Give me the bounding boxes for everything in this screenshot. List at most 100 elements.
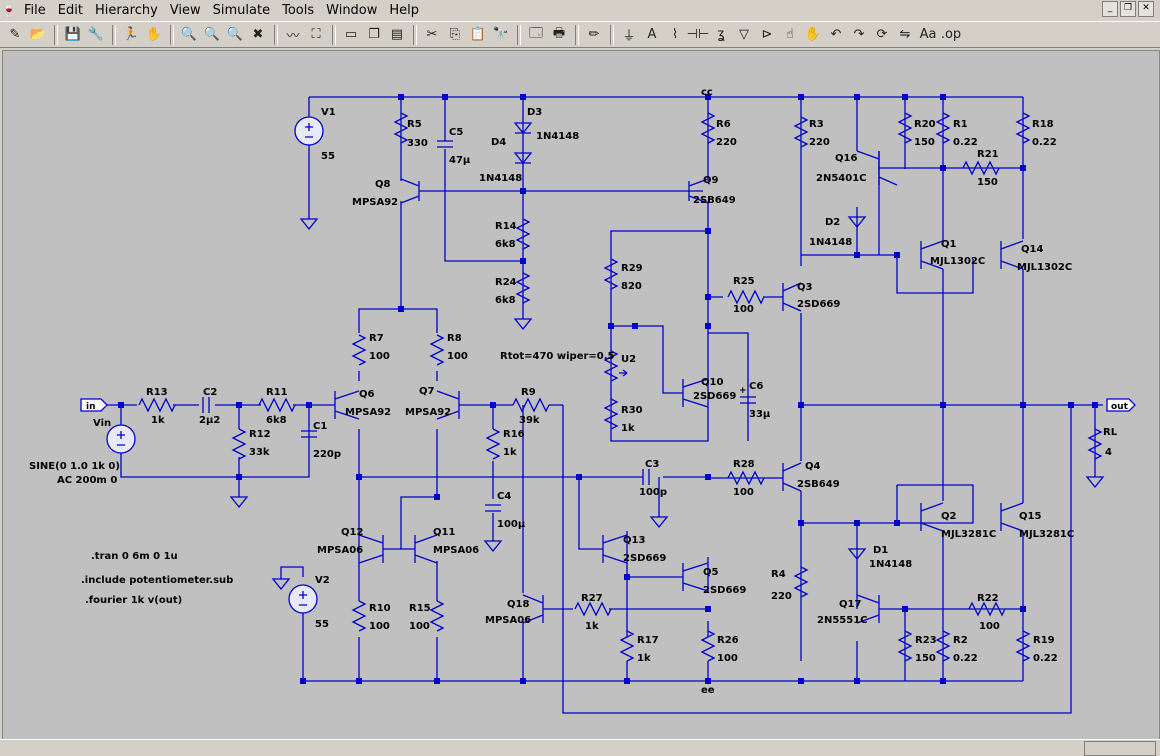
redo-icon[interactable]: ↷ [853,27,865,42]
r6-name[interactable]: R6 [716,119,731,130]
c3-name[interactable]: C3 [645,459,659,470]
zoom-in-icon[interactable]: 🔍 [180,27,198,42]
r15-value[interactable]: 100 [409,621,430,632]
r16-name[interactable]: R16 [503,429,525,440]
r7-value[interactable]: 100 [369,351,390,362]
find-icon[interactable]: 🔭 [492,27,510,42]
q15-name[interactable]: Q15 [1019,511,1041,522]
rotate-icon[interactable]: ⟳ [876,27,888,42]
r21-value[interactable]: 150 [977,177,998,188]
c1-name[interactable]: C1 [313,421,327,432]
zoom-out-icon[interactable]: 🔍 [226,27,244,42]
r14-name[interactable]: R14 [495,221,517,232]
u2-name[interactable]: U2 [621,354,636,365]
q10-name[interactable]: Q10 [701,377,723,388]
q7-value[interactable]: MPSA92 [405,407,451,418]
q18-value[interactable]: MPSA06 [485,615,531,626]
r13-value[interactable]: 1k [151,415,165,426]
r18-value[interactable]: 0.22 [1032,137,1057,148]
menu-help[interactable]: Help [389,3,420,18]
r23-name[interactable]: R23 [915,635,937,646]
r26-value[interactable]: 100 [717,653,738,664]
c3-value[interactable]: 100p [639,487,667,498]
draw-wire-icon[interactable]: ✏ [588,27,600,42]
q3-value[interactable]: 2SD669 [797,299,840,310]
print-preview-icon[interactable]: 🗔 [528,25,544,41]
c5-value[interactable]: 47µ [449,155,471,166]
q18-name[interactable]: Q18 [507,599,529,610]
q12-value[interactable]: MPSA06 [317,545,363,556]
text-icon[interactable]: Aa [919,27,937,42]
r23-value[interactable]: 150 [915,653,936,664]
capacitor-icon[interactable]: ⊣⊢ [686,27,710,42]
q9-value[interactable]: 2SB649 [693,195,736,206]
r17-name[interactable]: R17 [637,635,659,646]
resistor-icon[interactable]: ⌇ [671,27,679,42]
r29-value[interactable]: 820 [621,281,642,292]
q9-name[interactable]: Q9 [703,175,719,186]
save-icon[interactable]: 💾 [64,27,82,42]
v1-name[interactable]: V1 [321,107,336,118]
r9-name[interactable]: R9 [521,387,536,398]
q8-value[interactable]: MPSA92 [352,197,398,208]
r24-value[interactable]: 6k8 [495,295,516,306]
r6-value[interactable]: 220 [716,137,737,148]
mirror-icon[interactable]: ⇋ [899,27,911,42]
q14-name[interactable]: Q14 [1021,244,1043,255]
q16-name[interactable]: Q16 [835,153,857,164]
copy-icon[interactable]: ⎘ [449,27,461,42]
r8-value[interactable]: 100 [447,351,468,362]
d1-name[interactable]: D1 [873,545,888,556]
close-icon[interactable]: ✕ [1138,1,1154,17]
q10-value[interactable]: 2SD669 [693,391,736,402]
r1-value[interactable]: 0.22 [953,137,978,148]
rl-value[interactable]: 4 [1105,447,1112,458]
r18-name[interactable]: R18 [1032,119,1054,130]
open-icon[interactable]: 📂 [29,27,47,42]
q12-name[interactable]: Q12 [341,527,363,538]
r4-value[interactable]: 220 [771,591,792,602]
restore-icon[interactable]: ❐ [1120,1,1136,17]
rl-name[interactable]: RL [1103,427,1118,438]
c5-name[interactable]: C5 [449,127,463,138]
new-schematic-icon[interactable]: ✎ [9,27,21,42]
ground-icon[interactable]: ⏚ [622,29,636,44]
r20-name[interactable]: R20 [914,119,936,130]
q15-value[interactable]: MJL3281C [1019,529,1074,540]
r11-name[interactable]: R11 [266,387,288,398]
r22-value[interactable]: 100 [979,621,1000,632]
c1-value[interactable]: 220p [313,449,341,460]
q1-name[interactable]: Q1 [941,239,957,250]
r5-value[interactable]: 330 [407,138,428,149]
cascade-icon[interactable]: ❐ [368,27,380,42]
label-net-icon[interactable]: A [647,27,657,42]
q6-value[interactable]: MPSA92 [345,407,391,418]
menu-tools[interactable]: Tools [282,3,315,18]
zoom-pan-icon[interactable]: 🔍 [203,27,221,42]
spice-directive-icon[interactable]: .op [940,27,962,42]
v2-value[interactable]: 55 [315,619,329,630]
q7-name[interactable]: Q7 [419,386,435,397]
r30-value[interactable]: 1k [621,423,635,434]
r9-value[interactable]: 39k [519,415,540,426]
d3-value[interactable]: 1N4148 [536,131,579,142]
run-icon[interactable]: 🏃 [122,27,140,42]
drag-icon[interactable]: ✋ [804,27,822,42]
menu-window[interactable]: Window [326,3,378,18]
q5-name[interactable]: Q5 [703,567,719,578]
print-icon[interactable]: 🖶 [552,25,566,41]
r25-name[interactable]: R25 [733,276,755,287]
q1-value[interactable]: MJL1302C [930,256,985,267]
r19-value[interactable]: 0.22 [1033,653,1058,664]
zoom-cancel-icon[interactable]: ✖ [252,27,264,42]
r10-value[interactable]: 100 [369,621,390,632]
r5-name[interactable]: R5 [407,119,422,130]
r4-name[interactable]: R4 [771,569,786,580]
q11-value[interactable]: MPSA06 [433,545,479,556]
d4-name[interactable]: D4 [491,137,506,148]
r10-name[interactable]: R10 [369,603,391,614]
r3-name[interactable]: R3 [809,119,824,130]
waveform-icon[interactable]: 〰 [286,29,300,44]
c2-name[interactable]: C2 [203,387,217,398]
c4-value[interactable]: 100µ [497,519,526,530]
